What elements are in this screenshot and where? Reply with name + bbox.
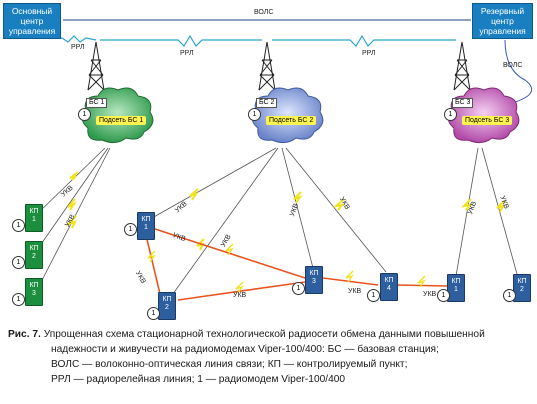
kp-number: 4 xyxy=(387,285,391,292)
modem-kp-bs2-1: 1 xyxy=(124,223,137,236)
modem-bs3: 1 xyxy=(444,108,457,121)
subnet-bs3-label: Подсеть БС 3 xyxy=(462,116,513,125)
main-control-center-label: Основный центр управления xyxy=(8,6,56,36)
main-control-center: Основный центр управления xyxy=(3,3,61,39)
kp-number: 3 xyxy=(32,290,36,297)
modem-kp-bs2-4: 1 xyxy=(367,289,380,302)
kp-label: КП xyxy=(517,278,527,285)
figure-caption: Рис. 7. Упрощенная схема стационарной те… xyxy=(8,327,530,387)
kp-bs1-3: КП 3 xyxy=(25,278,43,306)
kp-bs1-1: КП 1 xyxy=(25,204,43,232)
kp-label: КП xyxy=(29,282,39,289)
kp-bs3-1: КП 1 xyxy=(447,274,465,302)
rrl-link-center xyxy=(28,35,97,43)
kp-bs2-2: КП 2 xyxy=(158,292,176,320)
kp-label: КП xyxy=(309,270,319,277)
reserve-control-center-label: Резервный центр управления xyxy=(479,6,526,36)
vols-reserve-label: ВОЛС xyxy=(503,62,523,69)
subnet-bs2-label: Подсеть БС 2 xyxy=(266,116,317,125)
kp-bs2-3: КП 3 xyxy=(305,266,323,294)
kp-bs3-2: КП 2 xyxy=(513,274,531,302)
bs3-label: БС 3 xyxy=(452,98,474,108)
kp-label: КП xyxy=(29,208,39,215)
kp-label: КП xyxy=(451,278,461,285)
kp-bs2-4: КП 4 xyxy=(380,273,398,301)
caption-line-1: Упрощенная схема стационарной технологич… xyxy=(40,329,485,340)
kp-label: КП xyxy=(29,245,39,252)
subnet-bs1-label: Подсеть БС 1 xyxy=(96,116,147,125)
modem-bs1: 1 xyxy=(78,108,91,121)
modem-bs2: 1 xyxy=(248,108,261,121)
modem-kp-bs1-3: 1 xyxy=(12,293,25,306)
rrl-link-bs1-bs2 xyxy=(100,34,262,47)
kp-label: КП xyxy=(141,216,151,223)
tower-bs1 xyxy=(87,41,105,91)
ukv-label-mesh-4: УКВ xyxy=(348,288,362,295)
kp-number: 1 xyxy=(144,224,148,231)
kp-number: 2 xyxy=(520,286,524,293)
tower-bs3 xyxy=(453,41,471,91)
tower-bs2 xyxy=(258,41,276,91)
caption-line-3: ВОЛС — волоконно-оптическая линия связи;… xyxy=(51,359,408,370)
modem-kp-bs3-1: 1 xyxy=(437,289,450,302)
kp-number: 1 xyxy=(32,216,36,223)
rrl-link-bs2-bs3 xyxy=(272,34,456,47)
caption-line-2: надежности и живучести на радиомодемах V… xyxy=(51,344,439,355)
modem-kp-bs2-2: 1 xyxy=(147,307,160,320)
modem-kp-bs1-2: 1 xyxy=(12,256,25,269)
kp-bs1-2: КП 2 xyxy=(25,241,43,269)
rrl-label-2: РРЛ xyxy=(180,50,194,57)
caption-line-4: РРЛ — радиорелейная линия; 1 — радиомоде… xyxy=(51,374,346,385)
modem-kp-bs1-1: 1 xyxy=(12,219,25,232)
bs2-label: БС 2 xyxy=(256,98,278,108)
kp-number: 3 xyxy=(312,278,316,285)
ukv-label-mesh-5: УКВ xyxy=(423,291,437,298)
modem-kp-bs3-2: 1 xyxy=(503,289,516,302)
modem-kp-bs2-3: 1 xyxy=(292,282,305,295)
figure-number: Рис. 7. xyxy=(8,329,41,340)
ukv-links xyxy=(36,147,518,299)
kp-bs2-1: КП 1 xyxy=(137,212,155,240)
kp-number: 2 xyxy=(165,304,169,311)
kp-number: 2 xyxy=(32,253,36,260)
vols-label: ВОЛС xyxy=(254,9,274,16)
rrl-label-3: РРЛ xyxy=(362,50,376,57)
kp-label: КП xyxy=(384,277,394,284)
kp-label: КП xyxy=(162,296,172,303)
kp-number: 1 xyxy=(454,286,458,293)
reserve-control-center: Резервный центр управления xyxy=(472,3,533,39)
ukv-label-mesh-3: УКВ xyxy=(233,292,247,299)
rrl-label-1: РРЛ xyxy=(71,44,85,51)
bs1-label: БС 1 xyxy=(86,98,108,108)
